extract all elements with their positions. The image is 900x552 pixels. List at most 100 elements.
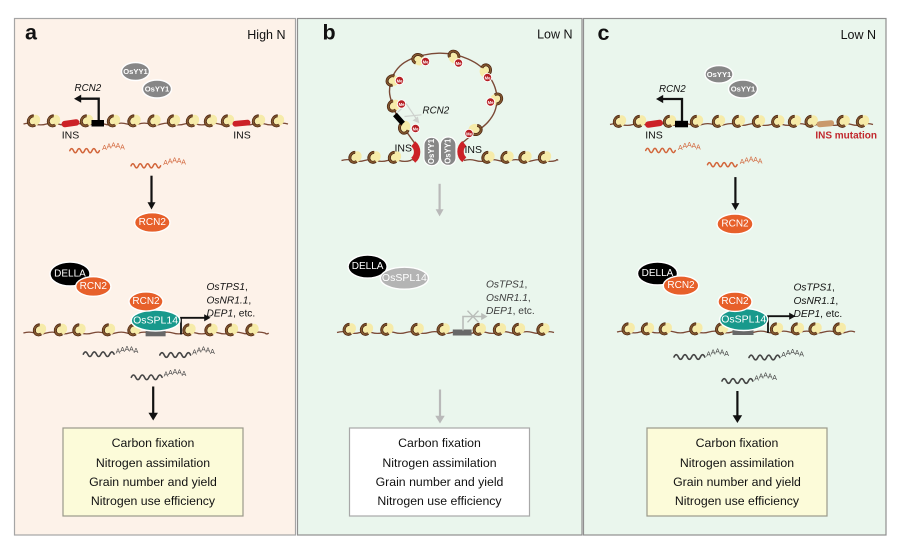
svg-text:Grain number and yield: Grain number and yield <box>376 475 504 489</box>
svg-text:High N: High N <box>247 28 285 42</box>
svg-text:A: A <box>197 348 202 355</box>
svg-text:A: A <box>687 142 692 149</box>
svg-text:A: A <box>116 143 121 150</box>
svg-text:RCN2: RCN2 <box>721 296 749 307</box>
svg-text:OsYY1: OsYY1 <box>731 85 756 94</box>
svg-text:A: A <box>772 375 777 382</box>
svg-text:b: b <box>323 21 336 45</box>
svg-text:OsNR1.1,: OsNR1.1, <box>794 296 839 307</box>
svg-text:OsYY1: OsYY1 <box>123 67 148 76</box>
svg-text:INS: INS <box>394 143 412 155</box>
svg-text:OsYY1: OsYY1 <box>145 85 170 94</box>
svg-text:A: A <box>749 156 754 163</box>
svg-text:A: A <box>678 145 683 152</box>
svg-text:INS: INS <box>233 130 251 142</box>
svg-text:Low N: Low N <box>841 28 876 42</box>
svg-text:Nitrogen assimilation: Nitrogen assimilation <box>382 456 496 470</box>
svg-text:OsSPL14: OsSPL14 <box>382 272 427 284</box>
svg-text:DELLA: DELLA <box>352 261 384 272</box>
svg-text:OsSPL14: OsSPL14 <box>133 315 178 327</box>
svg-text:A: A <box>799 351 804 358</box>
svg-text:INS: INS <box>465 144 483 156</box>
svg-text:A: A <box>116 349 121 356</box>
svg-text:A: A <box>125 346 130 353</box>
svg-text:Nitrogen use efficiency: Nitrogen use efficiency <box>377 494 502 508</box>
svg-text:A: A <box>201 347 206 354</box>
svg-text:Carbon fixation: Carbon fixation <box>696 436 779 450</box>
svg-text:RCN2: RCN2 <box>132 296 160 307</box>
svg-text:OsYY1: OsYY1 <box>427 138 436 164</box>
svg-text:A: A <box>753 157 758 164</box>
svg-text:DELLA: DELLA <box>54 269 86 280</box>
svg-text:A: A <box>129 347 134 354</box>
svg-text:RCN2: RCN2 <box>721 219 749 230</box>
svg-text:A: A <box>120 347 125 354</box>
svg-text:A: A <box>758 159 763 166</box>
svg-text:A: A <box>192 349 197 356</box>
svg-text:Carbon fixation: Carbon fixation <box>398 436 481 450</box>
svg-text:A: A <box>790 349 795 356</box>
svg-text:OsYY1: OsYY1 <box>444 138 453 164</box>
svg-text:A: A <box>683 143 688 150</box>
svg-text:A: A <box>720 349 725 356</box>
svg-text:A: A <box>182 371 187 378</box>
svg-text:a: a <box>25 21 38 45</box>
svg-text:DEP1, etc.: DEP1, etc. <box>207 309 256 320</box>
svg-text:A: A <box>754 375 759 382</box>
svg-text:A: A <box>692 143 697 150</box>
svg-text:DEP1, etc.: DEP1, etc. <box>486 306 535 317</box>
svg-text:A: A <box>744 157 749 164</box>
svg-text:A: A <box>711 350 716 357</box>
svg-text:OsTPS1,: OsTPS1, <box>207 282 248 293</box>
svg-text:A: A <box>120 145 125 152</box>
svg-text:A: A <box>111 142 116 149</box>
svg-text:A: A <box>696 144 701 151</box>
svg-text:RCN2: RCN2 <box>75 83 102 94</box>
svg-text:RCN2: RCN2 <box>659 84 686 95</box>
svg-text:A: A <box>134 348 139 355</box>
svg-text:Grain number and yield: Grain number and yield <box>89 475 217 489</box>
svg-text:A: A <box>181 160 186 167</box>
svg-text:Carbon fixation: Carbon fixation <box>112 436 195 450</box>
svg-text:OsTPS1,: OsTPS1, <box>486 280 527 291</box>
svg-text:A: A <box>210 349 215 356</box>
svg-text:c: c <box>598 21 610 45</box>
svg-text:A: A <box>173 369 178 376</box>
svg-text:RCN2: RCN2 <box>667 280 695 291</box>
svg-text:A: A <box>107 143 112 150</box>
svg-text:DEP1, etc.: DEP1, etc. <box>794 309 843 320</box>
svg-text:OsNR1.1,: OsNR1.1, <box>207 295 252 306</box>
svg-text:A: A <box>164 372 169 379</box>
svg-text:INS: INS <box>62 130 80 142</box>
svg-text:Nitrogen assimilation: Nitrogen assimilation <box>96 456 210 470</box>
svg-text:RCN2: RCN2 <box>139 217 167 228</box>
svg-text:Me: Me <box>466 131 472 136</box>
svg-text:A: A <box>706 351 711 358</box>
svg-text:A: A <box>177 370 182 377</box>
svg-text:A: A <box>786 350 791 357</box>
svg-text:A: A <box>168 158 173 165</box>
svg-text:A: A <box>177 158 182 165</box>
svg-text:A: A <box>163 160 168 167</box>
svg-text:Nitrogen use efficiency: Nitrogen use efficiency <box>675 494 800 508</box>
svg-text:Me: Me <box>397 78 403 83</box>
svg-text:A: A <box>740 159 745 166</box>
svg-text:Me: Me <box>413 126 419 131</box>
svg-text:INS mutation: INS mutation <box>815 131 877 142</box>
svg-text:A: A <box>715 349 720 356</box>
svg-text:Me: Me <box>488 100 494 105</box>
svg-text:Me: Me <box>399 102 405 107</box>
svg-text:A: A <box>724 351 729 358</box>
svg-text:OsSPL14: OsSPL14 <box>721 314 766 326</box>
svg-text:Me: Me <box>456 61 462 66</box>
svg-text:A: A <box>763 373 768 380</box>
svg-text:OsNR1.1,: OsNR1.1, <box>486 293 531 304</box>
svg-text:A: A <box>168 370 173 377</box>
svg-text:INS: INS <box>645 130 663 142</box>
svg-text:OsYY1: OsYY1 <box>707 70 732 79</box>
svg-text:Nitrogen assimilation: Nitrogen assimilation <box>680 456 794 470</box>
svg-text:Me: Me <box>485 75 491 80</box>
svg-text:Me: Me <box>423 59 429 64</box>
svg-text:A: A <box>795 350 800 357</box>
svg-text:A: A <box>102 145 107 152</box>
